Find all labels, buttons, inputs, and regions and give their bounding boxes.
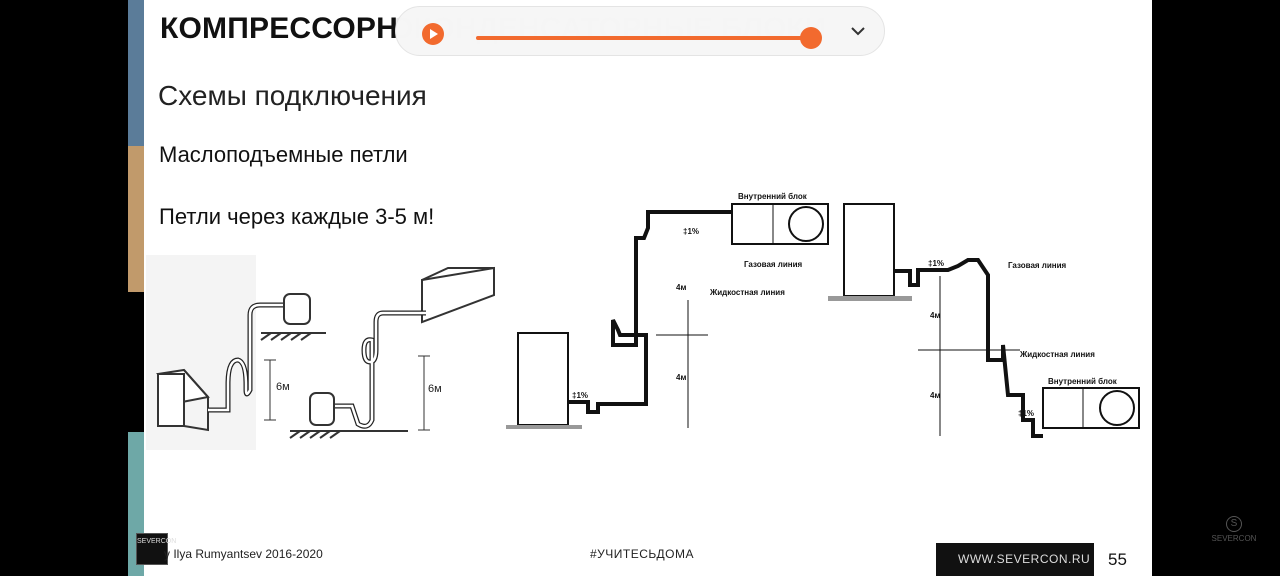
slide-title: КОМПРЕССОРН: [160, 12, 399, 45]
right-slope-label: ‡1%: [928, 259, 944, 268]
presentation-slide: ОКОНДЕНСАТОРНЫЕ БЛОКИ КОМПРЕССОРН Схемы …: [128, 0, 1152, 576]
stripe-tan: [128, 146, 144, 292]
mid-slope2-label: ‡1%: [572, 391, 588, 400]
slide-text-loops-interval: Петли через каждые 3-5 м!: [159, 204, 435, 229]
chevron-down-icon[interactable]: [848, 21, 868, 41]
mid-liquid-label: Жидкостная линия: [709, 288, 785, 297]
logo-text: SEVERCON: [137, 538, 177, 545]
footer-hashtag: #УЧИТЕСЬДОМА: [590, 547, 694, 561]
media-player-bar: [395, 6, 885, 56]
left-dim-label-2: 6м: [428, 383, 442, 395]
severcon-logo: SEVERCON: [136, 533, 176, 565]
right-slope2-label: ‡1%: [1018, 409, 1034, 418]
right-liquid-label: Жидкостная линия: [1019, 350, 1095, 359]
middle-diagram: [506, 203, 829, 429]
footer-bar: [936, 543, 1094, 576]
stripe-blue: [128, 0, 144, 146]
channel-watermark: S SEVERCON: [1206, 516, 1262, 543]
right-h1-label: 4м: [930, 311, 940, 320]
mid-h1-label: 4м: [676, 283, 686, 292]
mid-gas-label: Газовая линия: [744, 260, 803, 269]
page-number: 55: [1108, 550, 1127, 569]
connection-diagrams: 6м 6м Внутренний блок ‡1% Газовая линия …: [146, 192, 1140, 450]
stripe-black: [128, 292, 144, 432]
mid-slope-label: ‡1%: [683, 227, 699, 236]
right-indoor-label: Внутренний блок: [1048, 377, 1118, 386]
right-h2-label: 4м: [930, 391, 940, 400]
right-gas-label: Газовая линия: [1008, 261, 1067, 270]
progress-knob[interactable]: [800, 27, 822, 49]
slide-text-oil-loops: Маслоподъемные петли: [159, 142, 408, 167]
progress-track[interactable]: [476, 36, 806, 40]
slide-subtitle: Схемы подключения: [158, 80, 427, 111]
footer-author: y Ilya Rumyantsev 2016-2020: [164, 547, 323, 561]
left-diagram: [146, 255, 495, 450]
footer-site-link[interactable]: WWW.SEVERCON.RU: [958, 552, 1091, 566]
mid-indoor-label: Внутренний блок: [738, 192, 808, 201]
mid-h2-label: 4м: [676, 373, 686, 382]
right-diagram: [828, 203, 1140, 438]
play-icon[interactable]: [422, 23, 444, 45]
watermark-text: SEVERCON: [1211, 534, 1257, 543]
left-dim-label-1: 6м: [276, 381, 290, 393]
watermark-logo-icon: S: [1226, 516, 1242, 532]
